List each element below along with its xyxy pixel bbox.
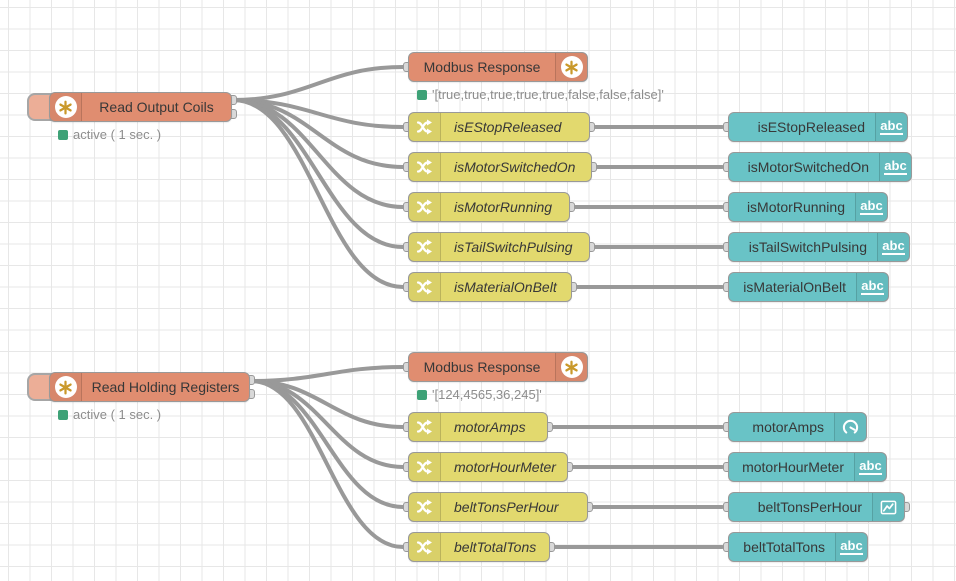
change-node-ismotorrunning[interactable]: isMotorRunning [408, 192, 570, 222]
chart-icon [872, 493, 904, 521]
wire[interactable] [231, 98, 405, 249]
ui-node-belttonsperhour[interactable]: beltTonsPerHour [728, 492, 905, 522]
node-label: isEStopReleased [454, 119, 562, 135]
status-dot-icon [58, 129, 68, 140]
node-label: isMaterialOnBelt [743, 279, 846, 295]
status-dot-icon [58, 409, 68, 420]
change-node-ismaterialonbelt[interactable]: isMaterialOnBelt [408, 272, 572, 302]
change-node-motorhourmeter[interactable]: motorHourMeter [408, 452, 568, 482]
node-status: '[true,true,true,true,true,false,false,f… [417, 87, 664, 102]
change-node-belttotaltons[interactable]: beltTotalTons [408, 532, 550, 562]
node-label: Modbus Response [423, 59, 541, 75]
text-abc-icon: abc [879, 153, 911, 181]
node-label: beltTotalTons [454, 539, 537, 555]
node-label: isMaterialOnBelt [454, 279, 557, 295]
status-dot-icon [417, 389, 427, 400]
node-label: beltTonsPerHour [454, 499, 559, 515]
change-node-motoramps[interactable]: motorAmps [408, 412, 548, 442]
node-status: '[124,4565,36,245]' [417, 387, 542, 402]
wire[interactable] [231, 98, 405, 289]
node-label: motorHourMeter [454, 459, 556, 475]
status-text: active ( 1 sec. ) [73, 407, 162, 422]
status-text: '[124,4565,36,245]' [432, 387, 542, 402]
node-label: isMotorRunning [454, 199, 553, 215]
ui-node-belttotaltons[interactable]: beltTotalTons abc [728, 532, 868, 562]
node-label: Read Holding Registers [91, 379, 240, 395]
change-icon [409, 233, 441, 261]
node-label: isMotorRunning [746, 199, 845, 215]
node-label: Read Output Coils [99, 99, 214, 115]
change-icon [409, 153, 441, 181]
wire[interactable] [249, 365, 405, 383]
text-abc-icon: abc [877, 233, 909, 261]
node-label: isMotorSwitchedOn [747, 159, 869, 175]
ui-node-motoramps[interactable]: motorAmps [728, 412, 867, 442]
node-status: active ( 1 sec. ) [58, 127, 161, 142]
ui-node-ismaterialonbelt[interactable]: isMaterialOnBelt abc [728, 272, 889, 302]
change-node-belttonsperhour[interactable]: beltTonsPerHour [408, 492, 588, 522]
text-abc-icon: abc [856, 273, 888, 301]
node-status: active ( 1 sec. ) [58, 407, 161, 422]
change-node-istailswitchpulsing[interactable]: isTailSwitchPulsing [408, 232, 590, 262]
node-label: beltTotalTons [743, 539, 825, 555]
node-read-output-coils[interactable]: Read Output Coils active ( 1 sec. ) [49, 92, 232, 142]
status-text: '[true,true,true,true,true,false,false,f… [432, 87, 664, 102]
node-label: isEStopReleased [757, 119, 865, 135]
wire[interactable] [231, 65, 405, 102]
modbus-icon [555, 53, 587, 81]
text-abc-icon: abc [875, 113, 907, 141]
ui-node-ismotorrunning[interactable]: isMotorRunning abc [728, 192, 888, 222]
ui-node-motorhourmeter[interactable]: motorHourMeter abc [728, 452, 887, 482]
status-dot-icon [417, 89, 427, 100]
ui-node-isestopreleased[interactable]: isEStopReleased abc [728, 112, 908, 142]
ui-node-istailswitchpulsing[interactable]: isTailSwitchPulsing abc [728, 232, 910, 262]
node-modbus-response-coils[interactable]: Modbus Response '[true,true,true,true,tr… [408, 52, 664, 102]
change-icon [409, 193, 441, 221]
ui-node-ismotorswitchedon[interactable]: isMotorSwitchedOn abc [728, 152, 912, 182]
change-icon [409, 413, 441, 441]
change-node-isestopreleased[interactable]: isEStopReleased [408, 112, 590, 142]
modbus-icon [50, 93, 82, 121]
node-label: motorAmps [454, 419, 526, 435]
change-icon [409, 493, 441, 521]
change-icon [409, 533, 441, 561]
node-read-holding-registers[interactable]: Read Holding Registers active ( 1 sec. ) [49, 372, 250, 422]
status-text: active ( 1 sec. ) [73, 127, 162, 142]
modbus-icon [555, 353, 587, 381]
text-abc-icon: abc [855, 193, 887, 221]
text-abc-icon: abc [854, 453, 886, 481]
node-modbus-response-registers[interactable]: Modbus Response '[124,4565,36,245]' [408, 352, 588, 402]
wire[interactable] [249, 379, 405, 549]
node-label: motorAmps [752, 419, 824, 435]
node-label: motorHourMeter [742, 459, 844, 475]
node-label: isTailSwitchPulsing [454, 239, 573, 255]
node-label: beltTonsPerHour [757, 499, 862, 515]
modbus-icon [50, 373, 82, 401]
change-icon [409, 273, 441, 301]
node-label: isTailSwitchPulsing [748, 239, 867, 255]
change-icon [409, 453, 441, 481]
change-icon [409, 113, 441, 141]
wire[interactable] [249, 379, 405, 509]
node-label: Modbus Response [423, 359, 541, 375]
gauge-icon [834, 413, 866, 441]
change-node-ismotorswitchedon[interactable]: isMotorSwitchedOn [408, 152, 592, 182]
text-abc-icon: abc [835, 533, 867, 561]
node-label: isMotorSwitchedOn [454, 159, 576, 175]
